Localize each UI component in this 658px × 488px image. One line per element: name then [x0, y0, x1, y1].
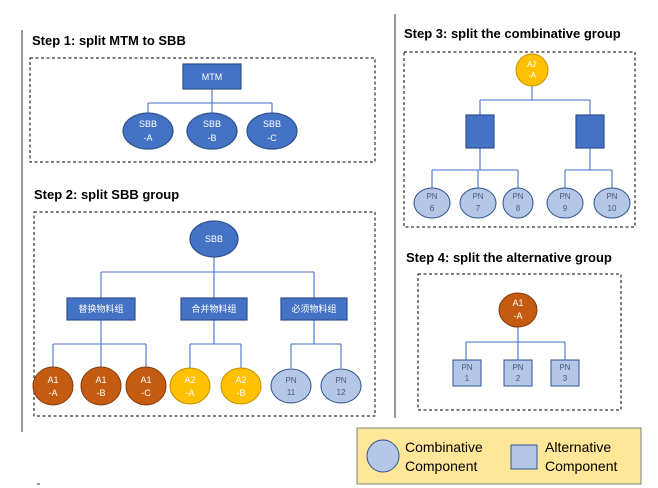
- pn-7-leaf[interactable]: PN 7: [459, 187, 497, 219]
- pn-8-leaf[interactable]: PN 8: [502, 187, 534, 219]
- a1-a-root-node[interactable]: A1 -A: [498, 292, 538, 328]
- group-merge-node[interactable]: 合并物料组: [180, 297, 248, 321]
- sbb-a-node[interactable]: SBB -A: [122, 112, 174, 150]
- svg-text:SBB: SBB: [203, 119, 221, 129]
- sbb-b-node[interactable]: SBB -B: [186, 112, 238, 150]
- svg-text:A1: A1: [47, 375, 58, 385]
- legend-square-icon: [510, 444, 538, 470]
- legend-circle-icon: [366, 439, 400, 473]
- svg-text:PN: PN: [472, 192, 483, 201]
- svg-text:10: 10: [608, 204, 617, 213]
- step1-section: Step 1: split MTM to SBB MTM SBB -A SBB …: [29, 33, 376, 163]
- a2-b-leaf[interactable]: A2 -B: [220, 367, 262, 405]
- svg-text:6: 6: [430, 204, 435, 213]
- step3-title: Step 3: split the combinative group: [404, 26, 621, 41]
- svg-text:-C: -C: [267, 133, 277, 143]
- pn-12-leaf[interactable]: PN 12: [320, 368, 362, 404]
- group-replacement-node[interactable]: 替换物料组: [66, 297, 136, 321]
- pn-6-leaf[interactable]: PN 6: [413, 187, 451, 219]
- svg-text:A2: A2: [184, 375, 195, 385]
- svg-text:PN: PN: [426, 192, 437, 201]
- svg-text:PN: PN: [285, 376, 296, 385]
- step3-frame: [403, 51, 636, 228]
- svg-text:2: 2: [516, 374, 521, 383]
- svg-text:-A: -A: [144, 133, 153, 143]
- step2-section: Step 2: split SBB group SBB 替换物料组: [32, 187, 376, 417]
- step1-frame: [29, 57, 376, 163]
- pn-9-leaf[interactable]: PN 9: [546, 187, 584, 219]
- pn-1-leaf[interactable]: PN 1: [452, 359, 482, 387]
- svg-text:Component: Component: [545, 458, 617, 474]
- svg-text:-B: -B: [237, 388, 246, 398]
- step2-title: Step 2: split SBB group: [34, 187, 179, 202]
- pn-3-leaf[interactable]: PN 3: [550, 359, 580, 387]
- svg-text:Component: Component: [405, 458, 477, 474]
- svg-text:-C: -C: [141, 388, 151, 398]
- svg-text:PN: PN: [461, 363, 472, 372]
- svg-text:SBB: SBB: [263, 119, 281, 129]
- svg-text:替换物料组: 替换物料组: [78, 303, 123, 314]
- group-required-node[interactable]: 必须物料组: [280, 297, 348, 321]
- svg-text:-A: -A: [514, 311, 523, 321]
- svg-text:-A: -A: [528, 71, 537, 80]
- svg-text:Alternative: Alternative: [545, 439, 611, 455]
- svg-text:-B: -B: [97, 388, 106, 398]
- step2-frame: [33, 211, 376, 417]
- svg-text:-A: -A: [186, 388, 195, 398]
- step3-section: Step 3: split the combinative group A2 -…: [403, 26, 636, 228]
- mtm-node[interactable]: MTM: [182, 63, 242, 90]
- legend-alternative: Alternative Component: [510, 439, 617, 474]
- svg-text:1: 1: [465, 374, 470, 383]
- a1-c-leaf[interactable]: A1 -C: [125, 366, 167, 406]
- step1-title: Step 1: split MTM to SBB: [32, 33, 186, 48]
- svg-text:Combinative: Combinative: [405, 439, 483, 455]
- step4-title: Step 4: split the alternative group: [406, 250, 612, 265]
- svg-text:合并物料组: 合并物料组: [191, 303, 236, 314]
- svg-text:7: 7: [476, 204, 481, 213]
- a2-a-leaf[interactable]: A2 -A: [169, 367, 211, 405]
- svg-text:3: 3: [563, 374, 568, 383]
- pn-2-leaf[interactable]: PN 2: [503, 359, 533, 387]
- legend-combinative: Combinative Component: [366, 439, 483, 474]
- a1-b-leaf[interactable]: A1 -B: [80, 366, 122, 406]
- svg-text:A1: A1: [95, 375, 106, 385]
- pn-10-leaf[interactable]: PN 10: [593, 187, 631, 219]
- svg-text:PN: PN: [335, 376, 346, 385]
- svg-text:A1: A1: [512, 298, 523, 308]
- svg-text:A1: A1: [140, 375, 151, 385]
- a1-a-leaf[interactable]: A1 -A: [32, 366, 74, 406]
- sbb-root-node[interactable]: SBB: [189, 220, 239, 258]
- svg-text:PN: PN: [606, 192, 617, 201]
- svg-text:A2: A2: [527, 60, 537, 69]
- step4-section: Step 4: split the alternative group A1 -…: [406, 250, 622, 411]
- svg-text:PN: PN: [559, 192, 570, 201]
- svg-text:PN: PN: [559, 363, 570, 372]
- svg-text:12: 12: [337, 388, 346, 397]
- svg-text:8: 8: [516, 204, 521, 213]
- svg-text:SBB: SBB: [139, 119, 157, 129]
- svg-text:PN: PN: [512, 363, 523, 372]
- svg-text:PN: PN: [512, 192, 523, 201]
- svg-text:SBB: SBB: [205, 234, 223, 244]
- svg-text:-B: -B: [208, 133, 217, 143]
- svg-text:11: 11: [287, 388, 296, 397]
- a2-a-root-node[interactable]: A2 -A: [515, 53, 549, 87]
- svg-text:必须物料组: 必须物料组: [291, 303, 336, 314]
- svg-text:9: 9: [563, 204, 568, 213]
- svg-text:-A: -A: [49, 388, 58, 398]
- svg-text:A2: A2: [235, 375, 246, 385]
- combinative-group-box-left[interactable]: [465, 114, 495, 149]
- legend: Combinative Component Alternative Compon…: [356, 427, 642, 485]
- pn-11-leaf[interactable]: PN 11: [270, 368, 312, 404]
- legend-box: [356, 427, 642, 485]
- svg-text:MTM: MTM: [202, 72, 223, 82]
- step4-frame: [417, 273, 622, 411]
- combinative-group-box-right[interactable]: [575, 114, 605, 149]
- sbb-c-node[interactable]: SBB -C: [246, 112, 298, 150]
